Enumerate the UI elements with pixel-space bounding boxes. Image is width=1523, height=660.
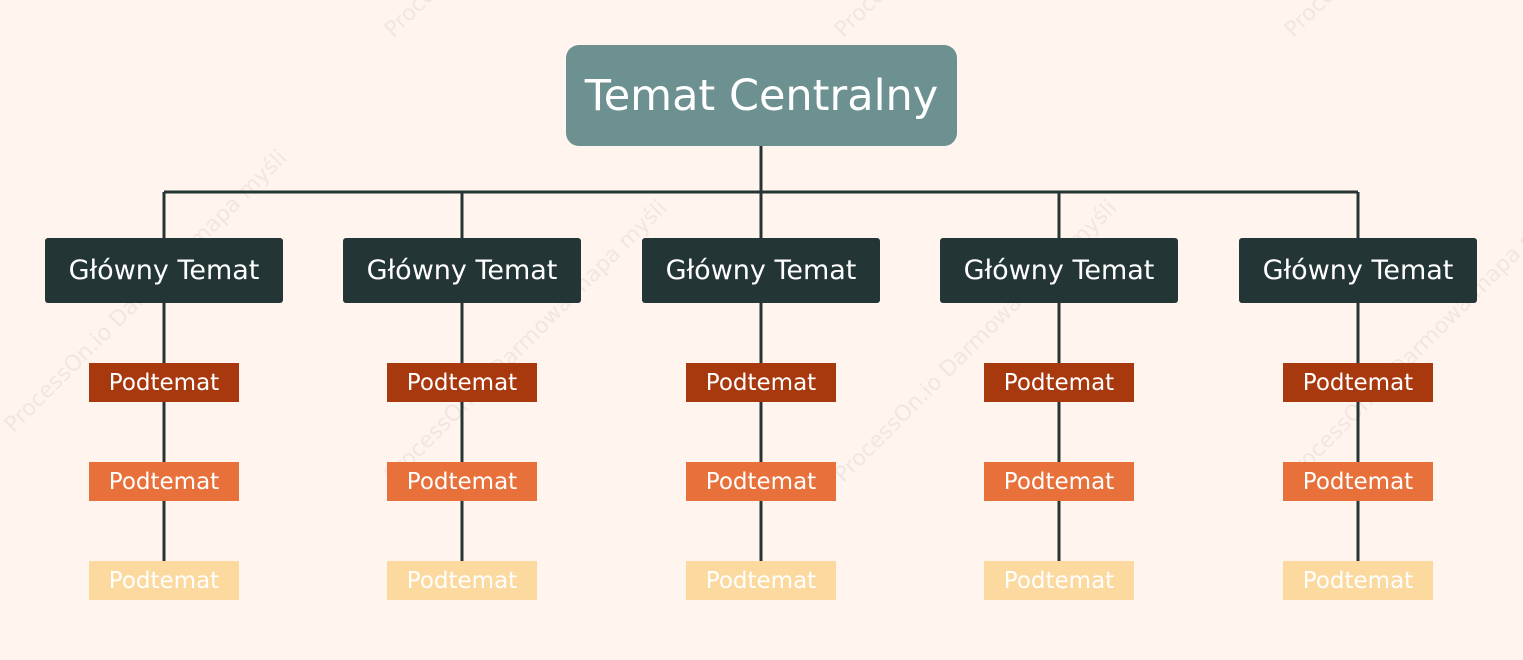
subtopic-1-1[interactable]: Podtemat [89,363,239,402]
subtopic-1-3[interactable]: Podtemat [89,561,239,600]
subtopic-4-1[interactable]: Podtemat [984,363,1134,402]
subtopic-2-2[interactable]: Podtemat [387,462,537,501]
subtopic-2-1[interactable]: Podtemat [387,363,537,402]
main-topic-5[interactable]: Główny Temat [1239,238,1477,303]
subtopic-5-1[interactable]: Podtemat [1283,363,1433,402]
subtopic-1-2[interactable]: Podtemat [89,462,239,501]
main-topic-3[interactable]: Główny Temat [642,238,880,303]
main-topic-1[interactable]: Główny Temat [45,238,283,303]
subtopic-2-3[interactable]: Podtemat [387,561,537,600]
main-topic-4[interactable]: Główny Temat [940,238,1178,303]
subtopic-3-1[interactable]: Podtemat [686,363,836,402]
subtopic-4-3[interactable]: Podtemat [984,561,1134,600]
subtopic-3-3[interactable]: Podtemat [686,561,836,600]
main-topic-2[interactable]: Główny Temat [343,238,581,303]
subtopic-5-3[interactable]: Podtemat [1283,561,1433,600]
subtopic-5-2[interactable]: Podtemat [1283,462,1433,501]
central-topic[interactable]: Temat Centralny [566,45,957,146]
subtopic-4-2[interactable]: Podtemat [984,462,1134,501]
subtopic-3-2[interactable]: Podtemat [686,462,836,501]
